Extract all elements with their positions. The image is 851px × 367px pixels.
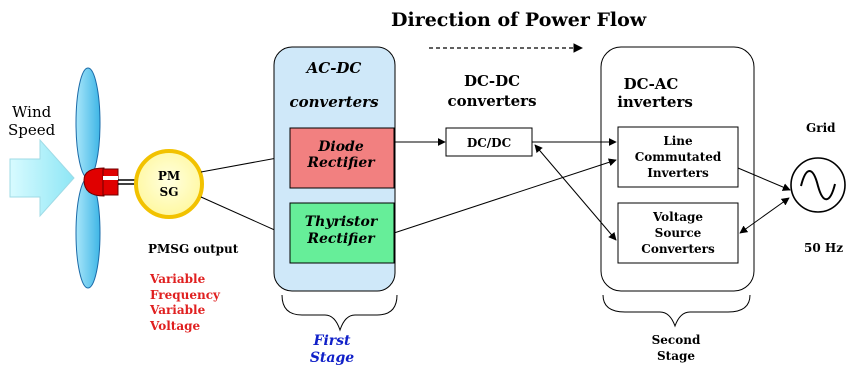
lci-label-line1: Line [663,134,693,148]
lci-box [617,126,739,188]
diode-label-line1: Diode [317,139,364,155]
dcac-heading-line1: DC-AC [624,75,679,93]
vsc-label-line3: Converters [641,242,715,256]
dcdc-heading-line1: DC-DC [464,72,520,90]
pmsg-note-1: Variable [149,272,206,286]
first-stage-line1: First [313,333,352,349]
pmsg-note-4: Voltage [149,319,200,333]
thyristor-label-line2: Rectifier [306,231,376,247]
diode-rectifier-box [289,127,395,189]
dcdc-heading-line2: converters [447,92,536,110]
diode-label-line2: Rectifier [306,155,376,171]
wind-arrow-shape [9,138,75,218]
second-stage-line1: Second [652,333,701,347]
pmsg-note-3: Variable [149,303,206,317]
dcdc-vsc-bidirectional-arrow [534,144,617,241]
diagram-title: Direction of Power Flow [391,9,647,31]
grid-frequency: 50 Hz [804,241,843,255]
hub-band [103,176,118,180]
second-stage-line2: Stage [657,349,695,363]
wind-label-line2: Speed [8,121,56,139]
vsc-label-line2: Source [655,226,702,240]
vsc-box [617,202,739,264]
pmsg-generator [134,149,204,219]
pmsg-output-label: PMSG output [148,242,239,256]
generator-label-line1: PM [158,169,180,183]
dcac-heading-line2: inverters [617,93,693,111]
dcdc-box [445,127,533,157]
turbine-hub [83,167,105,197]
thyristor-label-line1: Thyristor [305,214,379,230]
grid-label: Grid [806,121,836,135]
thyristor-to-lci-arrow [393,158,617,234]
turbine-blade-top [75,67,101,179]
first-stage-brace [281,294,398,332]
lci-to-grid-arrow [737,167,791,191]
acdc-heading-line1: AC-DC [305,59,362,77]
grid-vsc-bidirectional-arrow [739,197,790,234]
turbine-nacelle [102,168,119,196]
wind-label-line1: Wind [12,103,52,121]
sine-wave-icon [800,170,836,201]
lci-label-line2: Commutated [635,150,722,164]
generator-label-line2: SG [160,185,179,199]
first-stage-line2: Stage [310,350,354,366]
dcdc-box-label: DC/DC [467,136,511,150]
pmsg-note-2: Frequency [150,288,221,302]
thyristor-rectifier-box [289,202,395,264]
acdc-heading-line2: converters [289,93,379,111]
vsc-label-line1: Voltage [652,210,703,224]
lci-label-line3: Inverters [647,166,709,180]
second-stage-brace [602,294,751,328]
